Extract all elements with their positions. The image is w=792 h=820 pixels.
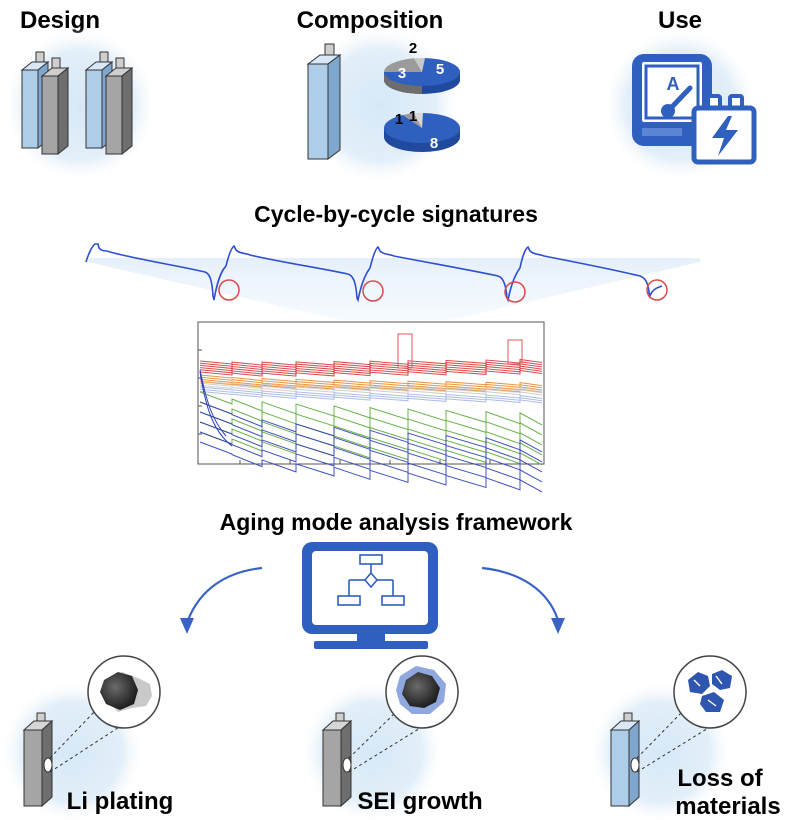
design-section: Design [2, 7, 158, 183]
pie-top-label-5: 5 [436, 61, 444, 78]
signature-curve [199, 374, 543, 387]
voltage-trace [85, 243, 668, 303]
arrow-left-head [180, 618, 194, 634]
signature-curve [199, 411, 543, 463]
signature-spike [397, 333, 413, 369]
pie-chart-bottom: 1 1 8 [384, 108, 460, 152]
pie-chart-top: 2 3 5 [383, 40, 461, 94]
signature-curve [199, 376, 543, 389]
mode-sei-growth: SEI growth [300, 655, 483, 820]
cell-pair-1 [20, 51, 70, 156]
loss-label-line1: Loss of [677, 765, 763, 792]
pie-top-slice-3 [383, 58, 422, 72]
composition-section: Composition 2 3 5 1 [297, 7, 461, 185]
pie-bottom-slice-1a [403, 113, 422, 128]
composition-cell [306, 43, 342, 160]
pie-bottom-slice-1b [414, 112, 423, 128]
mode-loss-of-materials: Loss of materials [588, 655, 781, 820]
pie-top-slice-2 [414, 57, 425, 72]
signature-initial-drop [199, 369, 233, 447]
signal-circle-3 [504, 281, 526, 303]
ammeter-label: A [667, 74, 680, 94]
loss-zoom [673, 655, 747, 729]
signature-curve [199, 388, 543, 402]
lightning-icon [712, 116, 738, 156]
arrow-right [481, 566, 560, 621]
pie-top-slice-5 [384, 72, 460, 86]
arrow-right-head [551, 618, 565, 634]
signature-plot [197, 321, 545, 493]
li-plating-label: Li plating [67, 788, 174, 815]
trace-segment-1 [85, 243, 227, 301]
cell-pair-2 [84, 51, 134, 156]
arrow-left [186, 566, 263, 621]
flowchart-icon [337, 554, 405, 606]
plot-ticks [198, 349, 491, 464]
signature-curve [199, 384, 543, 396]
signature-curve [199, 390, 543, 404]
signal-circle-4 [646, 279, 668, 301]
signal-circle-1 [218, 279, 240, 301]
trace-segment-4 [519, 245, 663, 299]
zoom-fan [88, 258, 700, 320]
framework-title: Aging mode analysis framework [220, 509, 573, 535]
signature-curve [199, 401, 543, 453]
signature-spike [507, 339, 523, 365]
signature-curve [199, 441, 543, 493]
pie-bottom-label-1a: 1 [395, 111, 403, 128]
plot-curves [199, 333, 543, 493]
loss-label-line2: materials [675, 793, 780, 820]
cycle-title: Cycle-by-cycle signatures [254, 201, 538, 227]
pie-bottom-label-1b: 1 [409, 108, 417, 125]
signal-circle-2 [362, 280, 384, 302]
signature-curve [199, 431, 543, 483]
battery-charge-icon [691, 94, 757, 165]
signature-curve [199, 421, 543, 473]
pie-bottom-slice-8 [384, 115, 460, 143]
use-section: Use A [602, 7, 758, 183]
signature-curve [199, 369, 543, 377]
trace-segment-2 [225, 244, 371, 303]
computer-monitor-icon [302, 542, 438, 649]
pie-top-label-3: 3 [398, 65, 406, 82]
pie-bottom-label-8: 8 [430, 135, 438, 152]
sei-growth-label: SEI growth [357, 788, 482, 815]
mode-li-plating: Li plating [0, 655, 174, 820]
signature-curve [199, 391, 543, 426]
pie-top-label-2: 2 [409, 40, 417, 57]
li-particle [100, 672, 138, 710]
signature-curve [199, 386, 543, 399]
sei-particle [402, 672, 440, 708]
fractured-particles [688, 670, 732, 712]
